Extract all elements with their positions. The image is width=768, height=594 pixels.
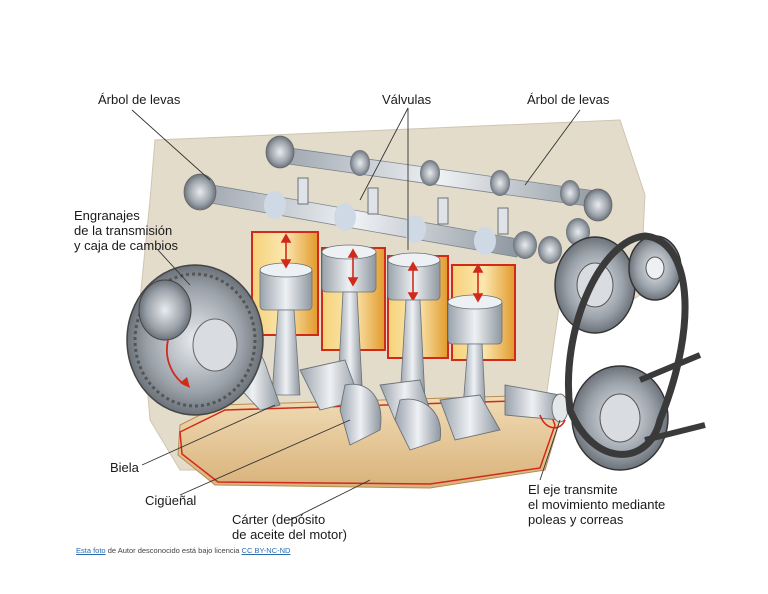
pulleys: [554, 232, 706, 471]
image-credit: Esta foto de Autor desconocido está bajo…: [76, 546, 290, 555]
label-shaft-line3: poleas y correas: [528, 512, 624, 527]
label-camshaft-left: Árbol de levas: [98, 92, 181, 107]
label-sump-line1: Cárter (depósito: [232, 512, 325, 527]
valve-springs: [297, 177, 509, 235]
photo-link[interactable]: Esta foto: [76, 546, 106, 555]
label-gears-line1: Engranajes: [74, 208, 140, 223]
license-link[interactable]: CC BY-NC-ND: [241, 546, 291, 555]
label-gears-line2: de la transmisión: [74, 223, 172, 238]
label-conrod: Biela: [110, 460, 140, 475]
label-shaft-line1: El eje transmite: [528, 482, 618, 497]
front-camshaft: [183, 173, 590, 264]
pistons: [259, 244, 503, 345]
piston-arrows: [280, 233, 484, 303]
leader-lines: [131, 107, 581, 521]
transmission-gears: [126, 264, 264, 416]
label-gears-line3: y caja de cambios: [74, 238, 179, 253]
credit-text: de Autor desconocido está bajo licencia: [105, 546, 242, 555]
rear-camshaft: [265, 135, 613, 222]
label-shaft-line2: el movimiento mediante: [528, 497, 665, 512]
label-sump-line2: de aceite del motor): [232, 527, 347, 542]
label-camshaft-right: Árbol de levas: [527, 92, 610, 107]
label-valves: Válvulas: [382, 92, 432, 107]
shaft-rotation-arrow: [539, 414, 566, 429]
label-crankshaft: Cigüeñal: [145, 493, 196, 508]
